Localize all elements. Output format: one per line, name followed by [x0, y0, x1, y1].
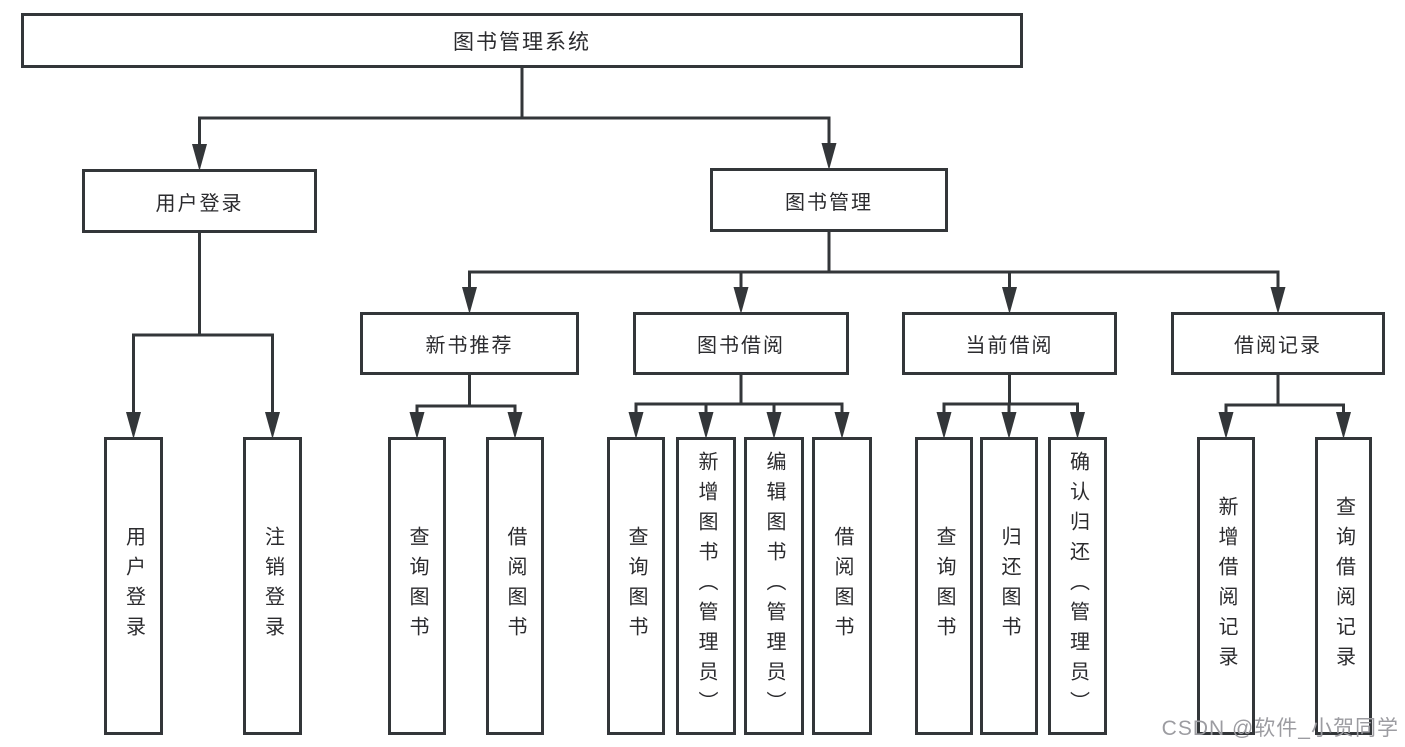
node-library-management-system: 图书管理系统 [21, 13, 1023, 68]
node-return-books-label: 归还图书 [998, 526, 1020, 646]
node-user-login-action: 用户登录 [104, 437, 163, 735]
node-user-login: 用户登录 [82, 169, 317, 233]
node-add-borrow-record: 新增借阅记录 [1197, 437, 1255, 735]
node-book-borrowing: 图书借阅 [633, 312, 849, 375]
node-edit-books-admin-label: 编辑图书（管理员） [763, 451, 785, 721]
arrowhead-icon [1218, 412, 1234, 439]
arrowhead-icon [733, 287, 749, 314]
node-query-books-borrowing: 查询图书 [607, 437, 665, 735]
node-borrowing-records: 借阅记录 [1171, 312, 1385, 375]
node-query-borrow-record-label: 查询借阅记录 [1332, 496, 1355, 676]
node-confirm-return-admin-label: 确认归还（管理员） [1066, 451, 1089, 721]
watermark: CSDN @软件_小贺同学 [1161, 717, 1399, 740]
node-library-management-system-label: 图书管理系统 [453, 30, 591, 54]
arrowhead-icon [1270, 287, 1286, 314]
arrowhead-icon [507, 412, 523, 439]
arrowhead-icon [766, 412, 782, 439]
arrowhead-icon [834, 412, 850, 439]
node-return-books: 归还图书 [980, 437, 1038, 735]
arrowhead-icon [126, 412, 141, 439]
node-query-books-borrowing-label: 查询图书 [625, 526, 647, 646]
node-add-books-admin-label: 新增图书（管理员） [695, 451, 717, 721]
arrowhead-icon [1070, 412, 1085, 439]
node-borrow-books-newbook: 借阅图书 [486, 437, 544, 735]
arrowhead-icon [409, 412, 425, 439]
node-borrow-books-newbook-label: 借阅图书 [504, 526, 526, 646]
node-borrowing-records-label: 借阅记录 [1234, 335, 1322, 357]
node-user-login-action-label: 用户登录 [122, 526, 145, 646]
arrowhead-icon [462, 287, 477, 314]
node-borrow-books-borrowing-label: 借阅图书 [831, 526, 853, 646]
arrowhead-icon [1002, 287, 1017, 314]
node-book-borrowing-label: 图书借阅 [697, 335, 785, 357]
node-query-books-newbook: 查询图书 [388, 437, 446, 735]
node-book-management: 图书管理 [710, 168, 948, 232]
arrowhead-icon [936, 412, 952, 439]
arrowhead-icon [265, 412, 280, 439]
node-borrow-books-borrowing: 借阅图书 [812, 437, 872, 735]
node-edit-books-admin: 编辑图书（管理员） [744, 437, 804, 735]
arrowhead-icon [192, 144, 207, 171]
node-new-book-recommendation: 新书推荐 [360, 312, 579, 375]
arrowhead-icon [1336, 412, 1351, 439]
node-add-borrow-record-label: 新增借阅记录 [1215, 496, 1237, 676]
node-current-borrowing: 当前借阅 [902, 312, 1117, 375]
node-logout-action-label: 注销登录 [261, 526, 284, 646]
node-user-login-label: 用户登录 [155, 192, 244, 215]
arrowhead-icon [698, 412, 714, 439]
node-query-borrow-record: 查询借阅记录 [1315, 437, 1372, 735]
node-query-books-current: 查询图书 [915, 437, 973, 735]
arrowhead-icon [821, 143, 837, 170]
arrowhead-icon [628, 412, 644, 439]
node-add-books-admin: 新增图书（管理员） [676, 437, 736, 735]
node-book-management-label: 图书管理 [785, 191, 873, 214]
node-current-borrowing-label: 当前借阅 [965, 335, 1054, 357]
node-query-books-newbook-label: 查询图书 [406, 526, 428, 646]
node-logout-action: 注销登录 [243, 437, 302, 735]
node-confirm-return-admin: 确认归还（管理员） [1048, 437, 1107, 735]
node-query-books-current-label: 查询图书 [933, 526, 955, 646]
arrowhead-icon [1001, 412, 1017, 439]
node-new-book-recommendation-label: 新书推荐 [425, 335, 514, 357]
